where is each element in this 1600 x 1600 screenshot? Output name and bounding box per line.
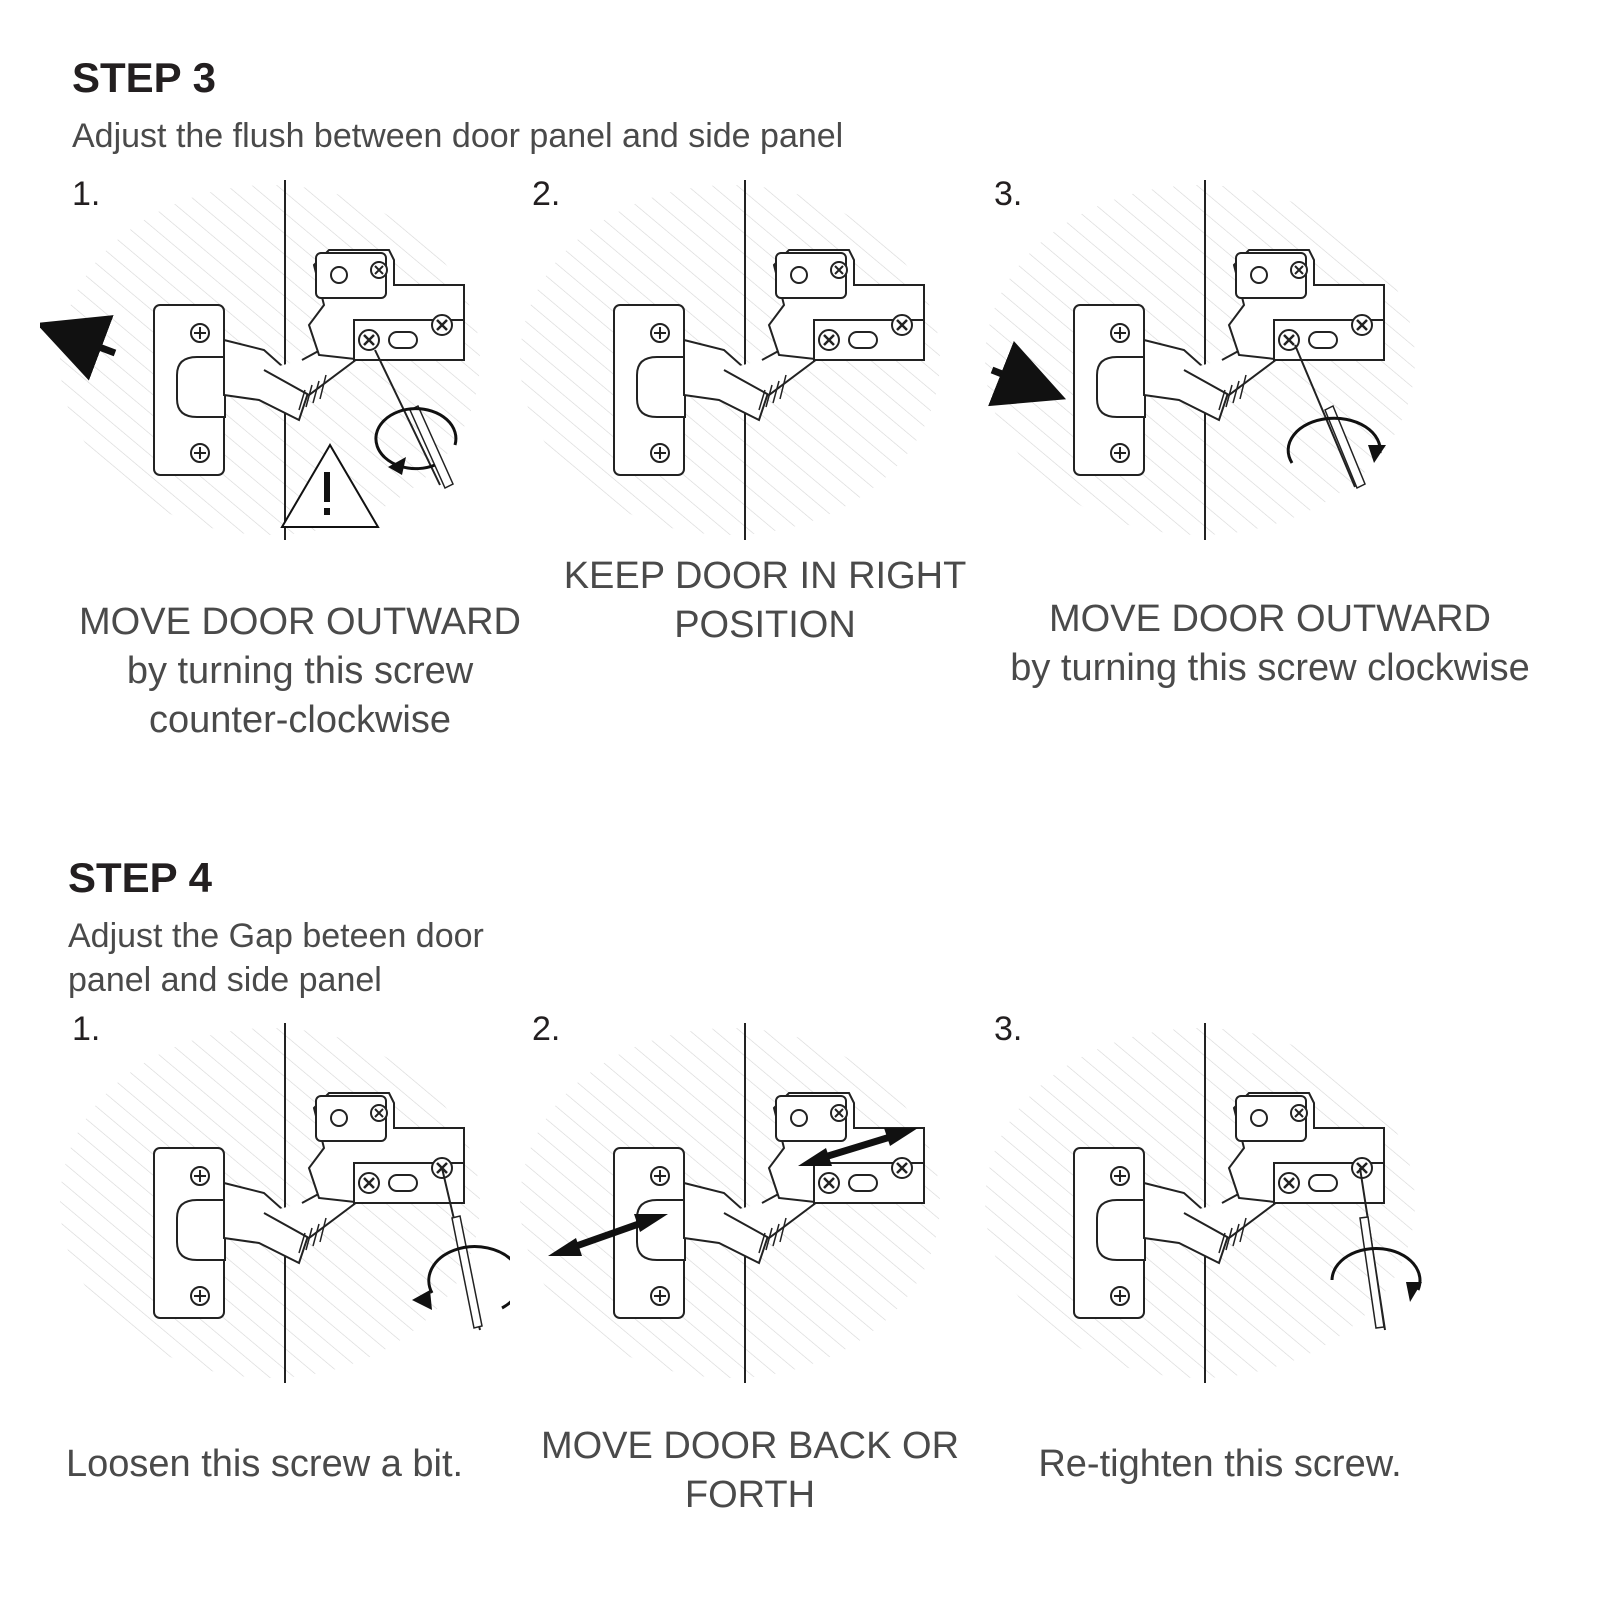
step4-panel1-caption: Loosen this screw a bit. <box>66 1443 464 1485</box>
step3-panel2-illustration <box>520 180 940 540</box>
step3-panel2-number: 2. <box>532 175 561 213</box>
step4-panel2-illustration <box>520 1023 940 1383</box>
step4-title: STEP 4 <box>68 854 212 901</box>
step4-panel3-number: 3. <box>994 1010 1023 1048</box>
step3-panel1-caption: MOVE DOOR OUTWARD by turning this screw … <box>79 601 521 741</box>
step3-panel3-number: 3. <box>994 175 1023 213</box>
clockwise-rotate-arrow-icon <box>1330 1246 1422 1291</box>
step4-panel1-illustration <box>60 1023 510 1383</box>
step3-panel3-caption: MOVE DOOR OUTWARD by turning this screw … <box>1010 598 1530 689</box>
move-outward-arrow-icon <box>40 315 117 381</box>
step3-panel3-illustration <box>985 180 1415 540</box>
step3-subtitle: Adjust the flush between door panel and … <box>72 117 844 155</box>
move-back-forth-arrow-icon <box>548 1214 668 1256</box>
step3-panel2-caption: KEEP DOOR IN RIGHT POSITION <box>563 555 967 646</box>
step4-panel3-illustration <box>985 1023 1422 1383</box>
step4-panel1-number: 1. <box>72 1010 101 1048</box>
screwdriver-icon <box>1294 344 1366 490</box>
step4-panel2-number: 2. <box>532 1010 561 1048</box>
step4-panel3-caption: Re-tighten this screw. <box>1038 1443 1402 1485</box>
counter-clockwise-rotate-arrow-icon <box>427 1245 510 1310</box>
warning-triangle-icon <box>280 443 380 528</box>
move-inward-arrow-icon <box>988 340 1067 407</box>
step3-title: STEP 3 <box>72 54 216 101</box>
move-back-forth-arrow-icon <box>798 1128 918 1166</box>
clockwise-rotate-arrow-icon <box>1286 416 1382 464</box>
step4-subtitle: Adjust the Gap beteen door panel and sid… <box>68 917 484 999</box>
step3-panel1-illustration <box>40 180 480 540</box>
step3-panel1-number: 1. <box>72 175 101 213</box>
step4-panel2-caption: MOVE DOOR BACK OR FORTH <box>540 1425 960 1516</box>
